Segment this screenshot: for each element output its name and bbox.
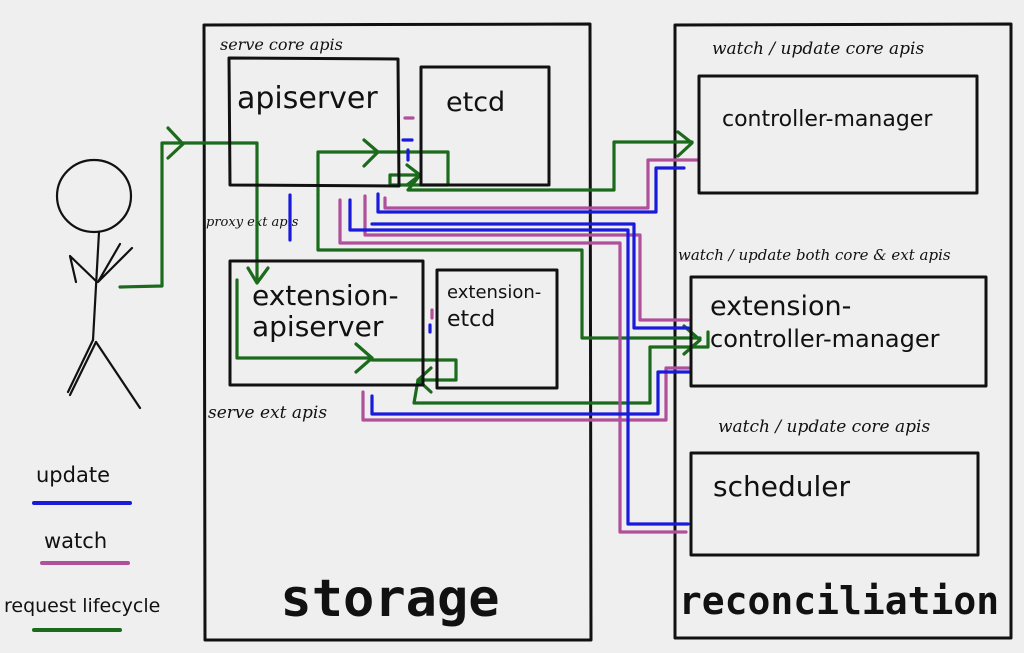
extension-etcd-box: extension- etcd bbox=[435, 268, 559, 390]
watch-update-core-apis-bottom-label: watch / update core apis bbox=[718, 417, 930, 437]
storage-panel: storage bbox=[202, 22, 593, 642]
legend-update-label: update bbox=[36, 463, 110, 487]
extension-apiserver-label-line1: extension- bbox=[252, 279, 399, 312]
controller-manager-box: controller-manager bbox=[697, 74, 979, 195]
extension-apiserver-label-line2: apiserver bbox=[252, 310, 384, 343]
proxy-ext-apis-label: proxy ext apis bbox=[206, 215, 299, 230]
apiserver-label: apiserver bbox=[237, 81, 378, 116]
watch-update-both-label: watch / update both core & ext apis bbox=[678, 246, 951, 264]
watch-update-core-apis-top-label: watch / update core apis bbox=[712, 39, 924, 59]
storage-title: storage bbox=[280, 569, 499, 629]
scheduler-label: scheduler bbox=[713, 470, 850, 503]
serve-ext-apis-label: serve ext apis bbox=[208, 403, 327, 423]
scheduler-box: scheduler bbox=[689, 451, 980, 557]
serve-core-apis-label: serve core apis bbox=[220, 35, 343, 54]
extension-apiserver-box: extension- apiserver bbox=[228, 259, 425, 387]
controller-manager-label: controller-manager bbox=[722, 107, 933, 132]
update-lines bbox=[288, 138, 692, 526]
etcd-box: etcd bbox=[419, 65, 551, 187]
legend: update watch request lifecycle bbox=[4, 463, 160, 632]
extension-controller-manager-label-line2: controller-manager bbox=[710, 325, 940, 353]
extension-controller-manager-label-line1: extension- bbox=[710, 291, 851, 322]
apiserver-box: apiserver bbox=[227, 56, 401, 188]
legend-request-lifecycle-label: request lifecycle bbox=[4, 595, 160, 617]
extension-etcd-label-line2: etcd bbox=[447, 307, 495, 332]
watch-lines bbox=[338, 116, 700, 534]
stick-figure-icon bbox=[55, 158, 142, 410]
etcd-label: etcd bbox=[446, 87, 505, 118]
extension-etcd-label-line1: extension- bbox=[447, 282, 541, 303]
reconciliation-title: reconciliation bbox=[679, 579, 999, 623]
reconciliation-panel: reconciliation bbox=[673, 22, 1013, 640]
extension-controller-manager-box: extension- controller-manager bbox=[689, 275, 988, 388]
legend-watch-label: watch bbox=[44, 529, 107, 553]
